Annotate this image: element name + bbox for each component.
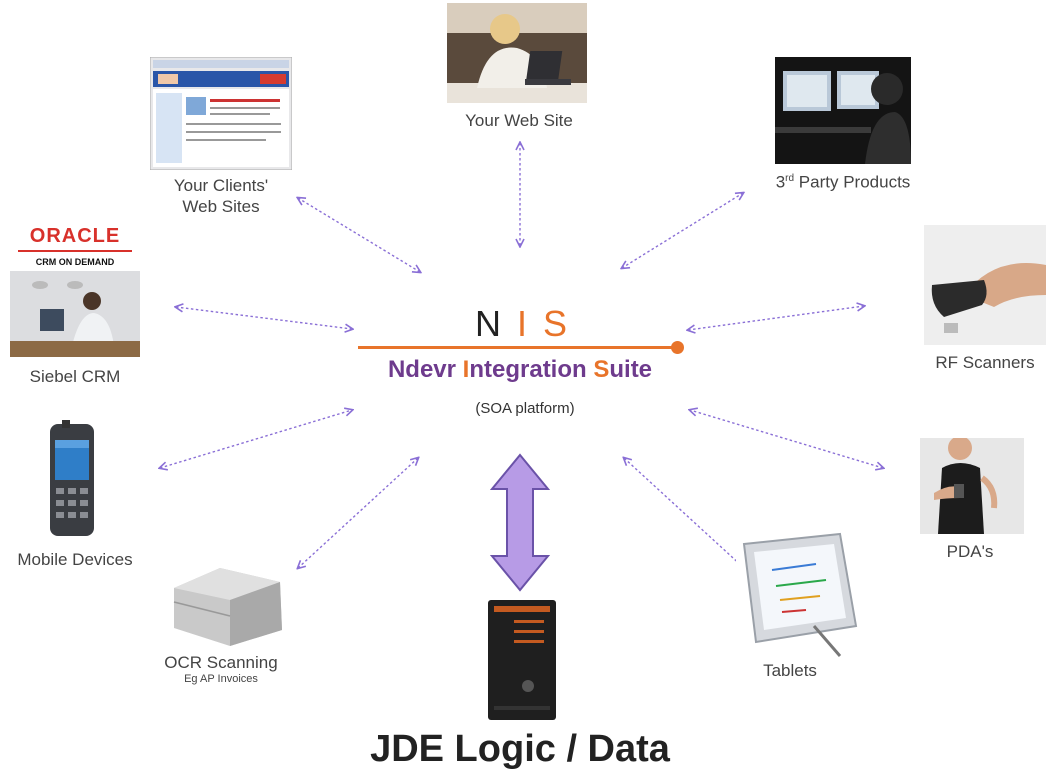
nis-letter-i: I [517, 303, 531, 344]
pda-photo [920, 438, 1024, 534]
clients-label-line1: Your Clients' [173, 176, 269, 195]
arrow-third-party [622, 193, 743, 268]
oracle-logo: ORACLE [29, 225, 121, 247]
oracle-tagline: CRM ON DEMAND [35, 257, 115, 267]
arrow-rf-scanners [688, 306, 864, 330]
ocr-sublabel: Eg AP Invoices [184, 673, 258, 685]
arrow-pda [690, 410, 883, 468]
arrow-siebel [176, 307, 352, 329]
oracle-logo-rule [18, 250, 132, 252]
third-party-label-prefix: 3 [775, 172, 786, 192]
nis-letter-s: S [543, 303, 571, 344]
tablets-label: Tablets [763, 661, 817, 680]
clients-label-line2: Web Sites [182, 197, 260, 216]
third-party-photo [775, 57, 911, 164]
arrow-mobile [160, 410, 352, 468]
nis-letter-n: N [475, 303, 504, 344]
clients-web-sites-screenshot [150, 57, 292, 170]
third-party-label: 3rd Party Products [748, 168, 938, 193]
arrow-ocr [298, 458, 418, 568]
nis-name-s-initial: S [593, 356, 610, 383]
nis-name-s-rest: uite [609, 356, 653, 383]
ocr-label: OCR Scanning [164, 653, 278, 672]
jde-logic-data-title: JDE Logic / Data [370, 728, 670, 770]
rf-scanner-photo [924, 225, 1046, 345]
nis-underline [358, 346, 676, 349]
arrow-tablets [624, 458, 744, 568]
third-party-label-suffix: Party Products [794, 172, 911, 192]
crm-office-photo [10, 271, 140, 357]
oracle-crm-image: ORACLE CRM ON DEMAND [10, 217, 140, 357]
jde-server-photo [484, 598, 560, 722]
ocr-scanner-photo [160, 560, 292, 650]
soa-platform-label: (SOA platform) [475, 400, 575, 417]
arrow-clients [298, 198, 420, 272]
nis-name-n-rest: devr [405, 356, 463, 383]
web-site-label: Your Web Site [465, 111, 573, 130]
big-double-arrow [489, 453, 551, 592]
tablet-photo [736, 530, 860, 660]
pda-label: PDA's [946, 542, 994, 561]
nis-underline-dot [671, 341, 684, 354]
nis-logo: N I S [475, 303, 570, 345]
nis-name-i-initial: I [462, 356, 470, 383]
mobile-device-photo [38, 420, 106, 540]
rf-scanners-label: RF Scanners [935, 353, 1035, 372]
siebel-label: Siebel CRM [29, 367, 121, 386]
third-party-label-sup: rd [785, 173, 795, 184]
mobile-devices-label: Mobile Devices [17, 550, 133, 569]
nis-name-i-rest: ntegration [469, 356, 594, 383]
web-site-photo [447, 3, 587, 103]
nis-full-name: Ndevr Integration Suite [370, 356, 670, 384]
nis-name-n-initial: N [387, 356, 406, 383]
